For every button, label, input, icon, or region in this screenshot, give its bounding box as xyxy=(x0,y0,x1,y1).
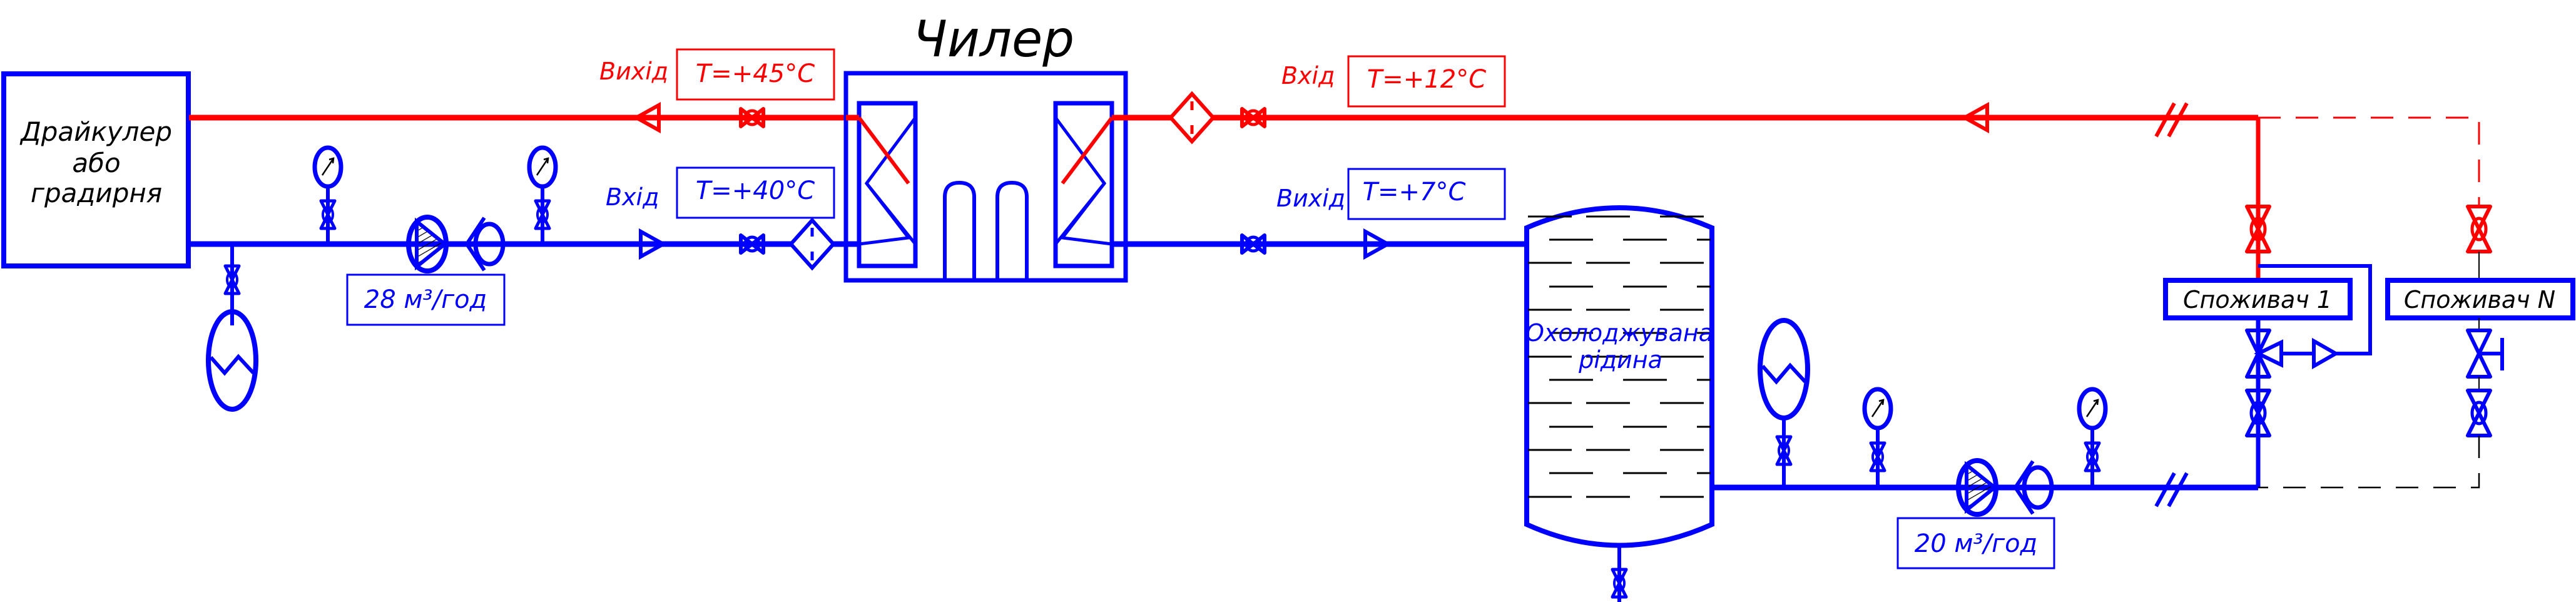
filter-icon xyxy=(791,220,833,268)
condenser-inlet-temp: T=+40°C xyxy=(696,176,815,205)
ball-valve-icon[interactable] xyxy=(741,235,763,253)
pipe-break-icon xyxy=(2154,102,2189,138)
condenser-outlet-label: Вихід xyxy=(599,58,668,85)
buffer-tank-label-1: Охолоджувана xyxy=(1525,319,1713,347)
compressor-loop xyxy=(943,180,976,279)
evaporator-inlet-temp: T=+12°C xyxy=(1367,65,1486,94)
filter-icon xyxy=(1171,94,1213,141)
pressure-gauge-icon xyxy=(529,148,556,186)
ball-valve-icon[interactable] xyxy=(741,109,763,126)
flow-arrow-icon xyxy=(1363,228,1392,260)
three-way-valve-icon[interactable] xyxy=(2245,329,2315,379)
consumer-n-supply-dashed xyxy=(2258,116,2480,207)
dry-cooler-label-1: Драйкулер xyxy=(19,116,172,147)
balancing-valve-icon[interactable] xyxy=(2466,329,2504,379)
ball-valve-icon[interactable] xyxy=(2468,207,2490,252)
ball-valve-icon[interactable] xyxy=(1242,109,1265,126)
pressure-gauge-icon xyxy=(1865,389,1891,428)
secondary-pump-flow: 20 м³/год xyxy=(1915,529,2037,558)
dry-cooler-label-3: градирня xyxy=(31,178,162,208)
pipe-break-icon xyxy=(2154,472,2189,508)
condenser-heat-exchanger xyxy=(846,101,918,268)
evaporator-inlet-label: Вхід xyxy=(1281,62,1335,89)
consumer-n-label: Споживач N xyxy=(2404,286,2555,314)
condenser-pump-flow-box: 28 м³/год xyxy=(346,273,506,326)
liquid-level-lines xyxy=(1528,215,1711,498)
consumer-n-return-dashed xyxy=(2258,436,2480,489)
ball-valve-icon[interactable] xyxy=(1242,235,1265,253)
buffer-tank-label-2: рідина xyxy=(1578,346,1662,374)
condenser-outlet-temp: T=+45°C xyxy=(696,59,815,88)
condenser-inlet-label: Вхід xyxy=(606,183,659,211)
expansion-tank-icon xyxy=(1760,320,1808,418)
consumer-1[interactable]: Споживач 1 xyxy=(2163,278,2353,320)
ball-valve-icon[interactable] xyxy=(2468,390,2490,436)
flow-arrow-icon xyxy=(639,228,668,260)
buffer-tank[interactable]: Охолоджувана рідина xyxy=(1524,205,1714,548)
secondary-pump-flow-box: 20 м³/год xyxy=(1896,517,2055,569)
pressure-gauge-icon xyxy=(2079,389,2105,428)
evaporator-outlet-label: Вихід xyxy=(1276,185,1345,212)
compressor-loop xyxy=(995,180,1029,279)
flow-arrow-icon xyxy=(1960,101,1989,134)
expansion-tank-icon xyxy=(208,312,256,409)
flow-arrow-icon xyxy=(632,101,661,134)
dry-cooler[interactable]: Драйкулер або градирня xyxy=(1,71,191,268)
evaporator-outlet-temp-box: T=+7°C xyxy=(1347,168,1506,220)
consumer-n[interactable]: Споживач N xyxy=(2385,278,2575,320)
condenser-inlet-temp-box: T=+40°C xyxy=(676,166,835,219)
flow-arrow-icon xyxy=(2312,337,2340,370)
bypass-pipe xyxy=(2258,264,2372,355)
evaporator-outlet-temp: T=+7°C xyxy=(1363,178,1466,207)
pressure-gauge-icon xyxy=(315,148,341,186)
evaporator-inlet-temp-box: T=+12°C xyxy=(1347,55,1506,108)
condenser-outlet-temp-box: T=+45°C xyxy=(676,48,835,101)
evaporator-heat-exchanger xyxy=(1053,101,1126,268)
dry-cooler-label-2: або xyxy=(72,148,120,178)
chiller-title: Чилер xyxy=(913,10,1074,68)
chiller-unit[interactable] xyxy=(843,71,1128,283)
consumer-1-label: Споживач 1 xyxy=(2183,286,2332,314)
condenser-pump-flow: 28 м³/год xyxy=(364,285,487,314)
